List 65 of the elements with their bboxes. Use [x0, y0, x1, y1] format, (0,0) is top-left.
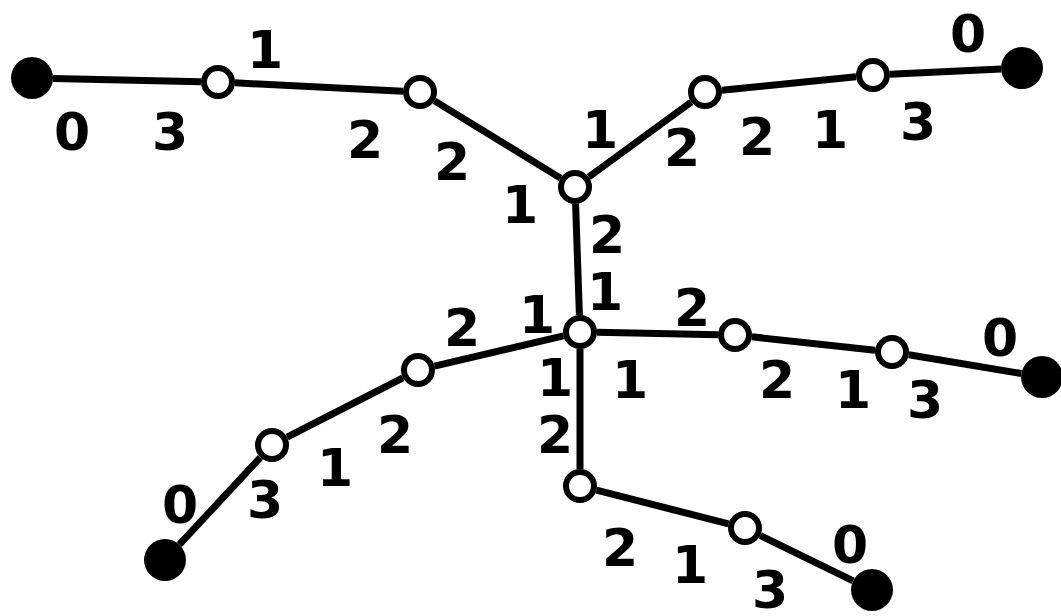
open-circle	[558, 170, 592, 204]
filled-dot	[851, 569, 893, 611]
port-number: 2	[738, 111, 776, 163]
port-number: 2	[588, 209, 626, 261]
connector-line	[576, 349, 584, 469]
port-number: 1	[501, 179, 539, 231]
open-circle	[718, 318, 752, 352]
port-number: 3	[899, 96, 937, 148]
port-number: 0	[831, 519, 869, 571]
port-number: 0	[949, 8, 987, 60]
open-circle	[255, 428, 289, 462]
connector-line	[234, 79, 404, 95]
port-number: 3	[906, 374, 944, 426]
port-number: 1	[671, 539, 709, 591]
connector-line	[285, 374, 405, 441]
open-circle	[875, 335, 909, 369]
open-circle	[563, 469, 597, 503]
connector-line	[52, 74, 202, 86]
port-number: 2	[601, 522, 639, 574]
filled-dot	[11, 57, 53, 99]
connector-line	[572, 203, 583, 316]
open-circle	[688, 75, 722, 109]
port-number: 2	[376, 409, 414, 461]
connector-line	[721, 73, 857, 94]
filled-dot	[1021, 356, 1061, 398]
port-number: 2	[663, 122, 701, 174]
port-number: 2	[346, 114, 384, 166]
port-number: 3	[151, 106, 189, 158]
open-circle	[401, 353, 435, 387]
port-number: 0	[53, 106, 91, 158]
port-number: 1	[536, 352, 574, 404]
connector-line	[595, 486, 730, 528]
open-circle	[728, 511, 762, 545]
open-circle	[403, 75, 437, 109]
open-circle	[856, 58, 890, 92]
connector-line	[889, 65, 1002, 78]
connector-line	[758, 532, 855, 584]
connector-line	[908, 351, 1022, 377]
port-number: 1	[246, 24, 284, 76]
port-number: 1	[316, 442, 354, 494]
port-number: 3	[246, 474, 284, 526]
connector-line	[176, 455, 263, 547]
port-number: 3	[751, 564, 789, 616]
port-number: 0	[981, 312, 1019, 364]
filled-dot	[1001, 47, 1043, 89]
connector-line	[432, 97, 563, 182]
port-number: 2	[443, 302, 481, 354]
open-circle	[563, 315, 597, 349]
port-number: 2	[673, 282, 711, 334]
port-number: 1	[581, 104, 619, 156]
connector-line	[596, 328, 719, 339]
port-number: 0	[161, 479, 199, 531]
open-circle	[201, 65, 235, 99]
port-number: 2	[433, 136, 471, 188]
connector-line	[586, 99, 694, 180]
port-number: 1	[611, 354, 649, 406]
port-number: 1	[834, 364, 872, 416]
port-number: 2	[536, 409, 574, 461]
connector-line	[751, 333, 876, 354]
port-number: 1	[518, 289, 556, 341]
port-number: 1	[811, 104, 849, 156]
filled-dot	[144, 539, 186, 581]
port-number: 2	[758, 354, 796, 406]
port-number: 1	[586, 266, 624, 318]
connector-line	[433, 332, 565, 370]
